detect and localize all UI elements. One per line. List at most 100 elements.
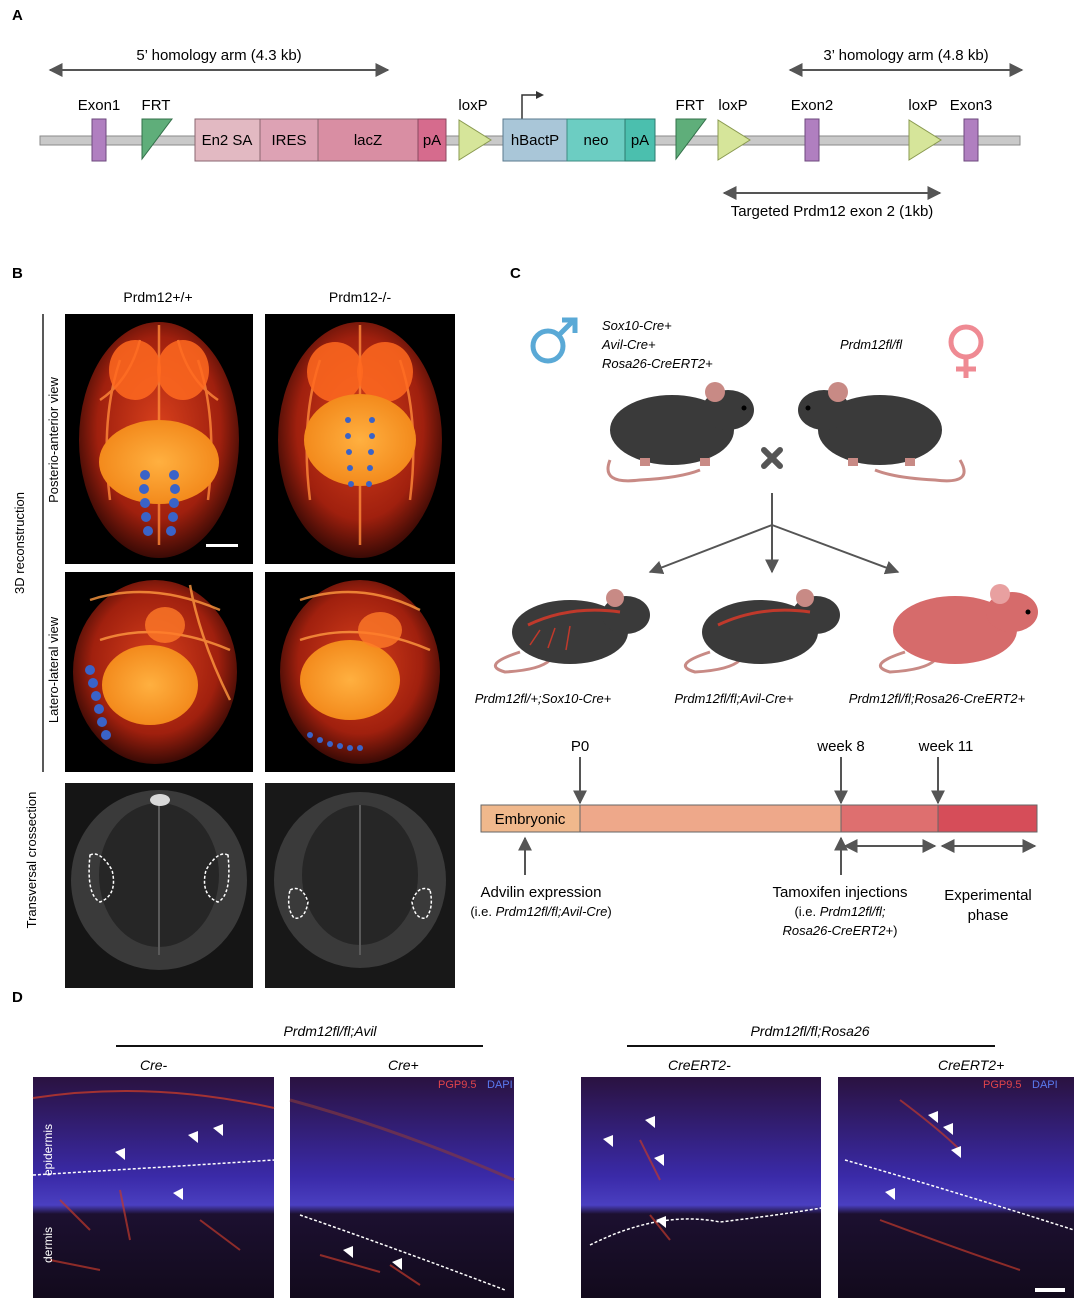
frt2-label: FRT xyxy=(676,97,705,114)
promoter-arrow xyxy=(521,94,538,119)
pa1-box xyxy=(417,118,447,162)
tamoxifen-label-3: Rosa26-CreERT2+) xyxy=(782,923,897,938)
group-label-rosa26: Prdm12fl/fl;Rosa26 xyxy=(750,1023,869,1039)
timeline-tamoxifen xyxy=(840,804,939,833)
histology-creert2-plus: PGP9.5 DAPI xyxy=(838,1077,1075,1298)
tamoxifen-label-1: Tamoxifen injections xyxy=(772,884,907,901)
col-label-wt: Prdm12+/+ xyxy=(123,289,192,305)
image-pa-ko xyxy=(265,314,455,564)
timeline-embryonic xyxy=(480,804,581,833)
row-label-trans: Transversal crossection xyxy=(24,792,39,929)
tamoxifen-label-2: (i.e. Prdm12fl/fl; xyxy=(794,904,885,919)
hbactp-label: hBactP xyxy=(511,132,559,149)
parent-mouse-female xyxy=(798,382,966,483)
exon1-box xyxy=(91,118,107,162)
scale-bar-b xyxy=(206,544,238,547)
offspring-label-2: Prdm12fl/fl;Avil-Cre+ xyxy=(674,691,794,706)
loxp2-label: loxP xyxy=(718,97,747,114)
timeline-experimental xyxy=(937,804,1038,833)
label-dermis: dermis xyxy=(41,1227,55,1263)
experimental-label-2: phase xyxy=(968,907,1009,924)
loxp3-label: loxP xyxy=(908,97,937,114)
label-cre-minus: Cre- xyxy=(140,1057,168,1073)
row-label-pa: Posterio-anterior view xyxy=(46,377,61,503)
panel-a: A 5’ homology arm (4.3 kb) 3’ homology a… xyxy=(12,7,1024,220)
en2sa-box xyxy=(194,118,261,162)
neo-box xyxy=(566,118,626,162)
male-genotype-2: Avil-Cre+ xyxy=(601,337,656,352)
offspring-arrow-1 xyxy=(648,524,773,575)
legend-pgp95-2: PGP9.5 xyxy=(983,1079,1022,1091)
row-label-ll: Latero-lateral view xyxy=(46,616,61,723)
label-cre-plus: Cre+ xyxy=(388,1057,419,1073)
offspring-label-1: Prdm12fl/+;Sox10-Cre+ xyxy=(475,691,612,706)
frt1-triangle xyxy=(141,118,173,161)
male-genotype-1: Sox10-Cre+ xyxy=(602,318,672,333)
panel-c: C Sox10-Cre+ Avil-Cre+ Rosa26-CreERT2+ P… xyxy=(470,265,1038,938)
promoter-arrow-head xyxy=(536,91,544,99)
male-icon xyxy=(530,317,578,364)
lacz-label: lacZ xyxy=(354,132,382,149)
exon3-label: Exon3 xyxy=(950,97,993,114)
panel-d: D Prdm12fl/fl;Avil Prdm12fl/fl;Rosa26 Cr… xyxy=(12,989,1075,1298)
histology-cre-minus: epidermis dermis xyxy=(32,1077,275,1298)
offspring-arrow-3 xyxy=(771,524,900,575)
panel-a-label: A xyxy=(12,7,23,24)
five-arm-label: 5’ homology arm (4.3 kb) xyxy=(136,47,301,64)
loxp2-triangle xyxy=(717,119,751,161)
label-creert2-plus: CreERT2+ xyxy=(938,1057,1004,1073)
timepoint-week8: week 8 xyxy=(816,738,865,755)
image-ll-ko xyxy=(265,572,455,772)
image-pa-wt xyxy=(65,314,253,564)
male-genotype-3: Rosa26-CreERT2+ xyxy=(602,356,713,371)
image-trans-wt xyxy=(65,783,253,988)
scale-bar-d xyxy=(1035,1288,1065,1292)
offspring-mouse-rosa26 xyxy=(878,584,1038,674)
parent-mouse-male xyxy=(606,382,754,483)
panel-d-label: D xyxy=(12,989,23,1006)
panel-b: B Prdm12+/+ Prdm12-/- 3D reconstruction … xyxy=(12,265,455,988)
offspring-label-3: Prdm12fl/fl;Rosa26-CreERT2+ xyxy=(849,691,1026,706)
female-icon xyxy=(948,324,984,378)
timeline-postnatal xyxy=(579,804,842,833)
legend-pgp95-1: PGP9.5 xyxy=(438,1079,477,1091)
exon2-label: Exon2 xyxy=(791,97,834,114)
timepoint-p0: P0 xyxy=(571,738,589,755)
neo-label: neo xyxy=(583,132,608,149)
loxp3-triangle xyxy=(908,119,942,161)
legend-dapi-2: DAPI xyxy=(1032,1079,1058,1091)
loxp1-triangle xyxy=(458,119,492,161)
targeted-label: Targeted Prdm12 exon 2 (1kb) xyxy=(731,203,934,220)
panel-c-label: C xyxy=(510,265,521,282)
cross-icon xyxy=(761,447,783,469)
en2sa-label: En2 SA xyxy=(202,132,253,149)
pa2-box xyxy=(624,118,656,162)
offspring-mouse-sox10 xyxy=(493,589,650,674)
panel-b-label: B xyxy=(12,265,23,282)
timepoint-week11: week 11 xyxy=(918,738,974,755)
group-label-avil: Prdm12fl/fl;Avil xyxy=(283,1023,377,1039)
offspring-mouse-avil xyxy=(683,589,840,674)
side-label-3d: 3D reconstruction xyxy=(12,492,27,594)
three-arm-label: 3’ homology arm (4.8 kb) xyxy=(823,47,988,64)
pa1-label: pA xyxy=(423,132,441,149)
hbactp-box xyxy=(502,118,568,162)
histology-creert2-minus xyxy=(581,1077,822,1298)
exon3-box xyxy=(963,118,979,162)
advilin-label-1: Advilin expression xyxy=(481,884,602,901)
frt2-triangle xyxy=(675,118,707,161)
col-label-ko: Prdm12-/- xyxy=(329,289,392,305)
timeline-embryonic-label: Embryonic xyxy=(495,811,566,828)
frt1-label: FRT xyxy=(142,97,171,114)
exon2-box xyxy=(804,118,820,162)
histology-cre-plus: PGP9.5 DAPI xyxy=(289,1077,515,1298)
exon1-label: Exon1 xyxy=(78,97,121,114)
advilin-label-2: (i.e. Prdm12fl/fl;Avil-Cre) xyxy=(470,904,611,919)
label-creert2-minus: CreERT2- xyxy=(668,1057,731,1073)
image-trans-ko xyxy=(265,783,455,988)
experimental-label-1: Experimental xyxy=(944,887,1032,904)
image-ll-wt xyxy=(65,572,253,772)
pa2-label: pA xyxy=(631,132,649,149)
